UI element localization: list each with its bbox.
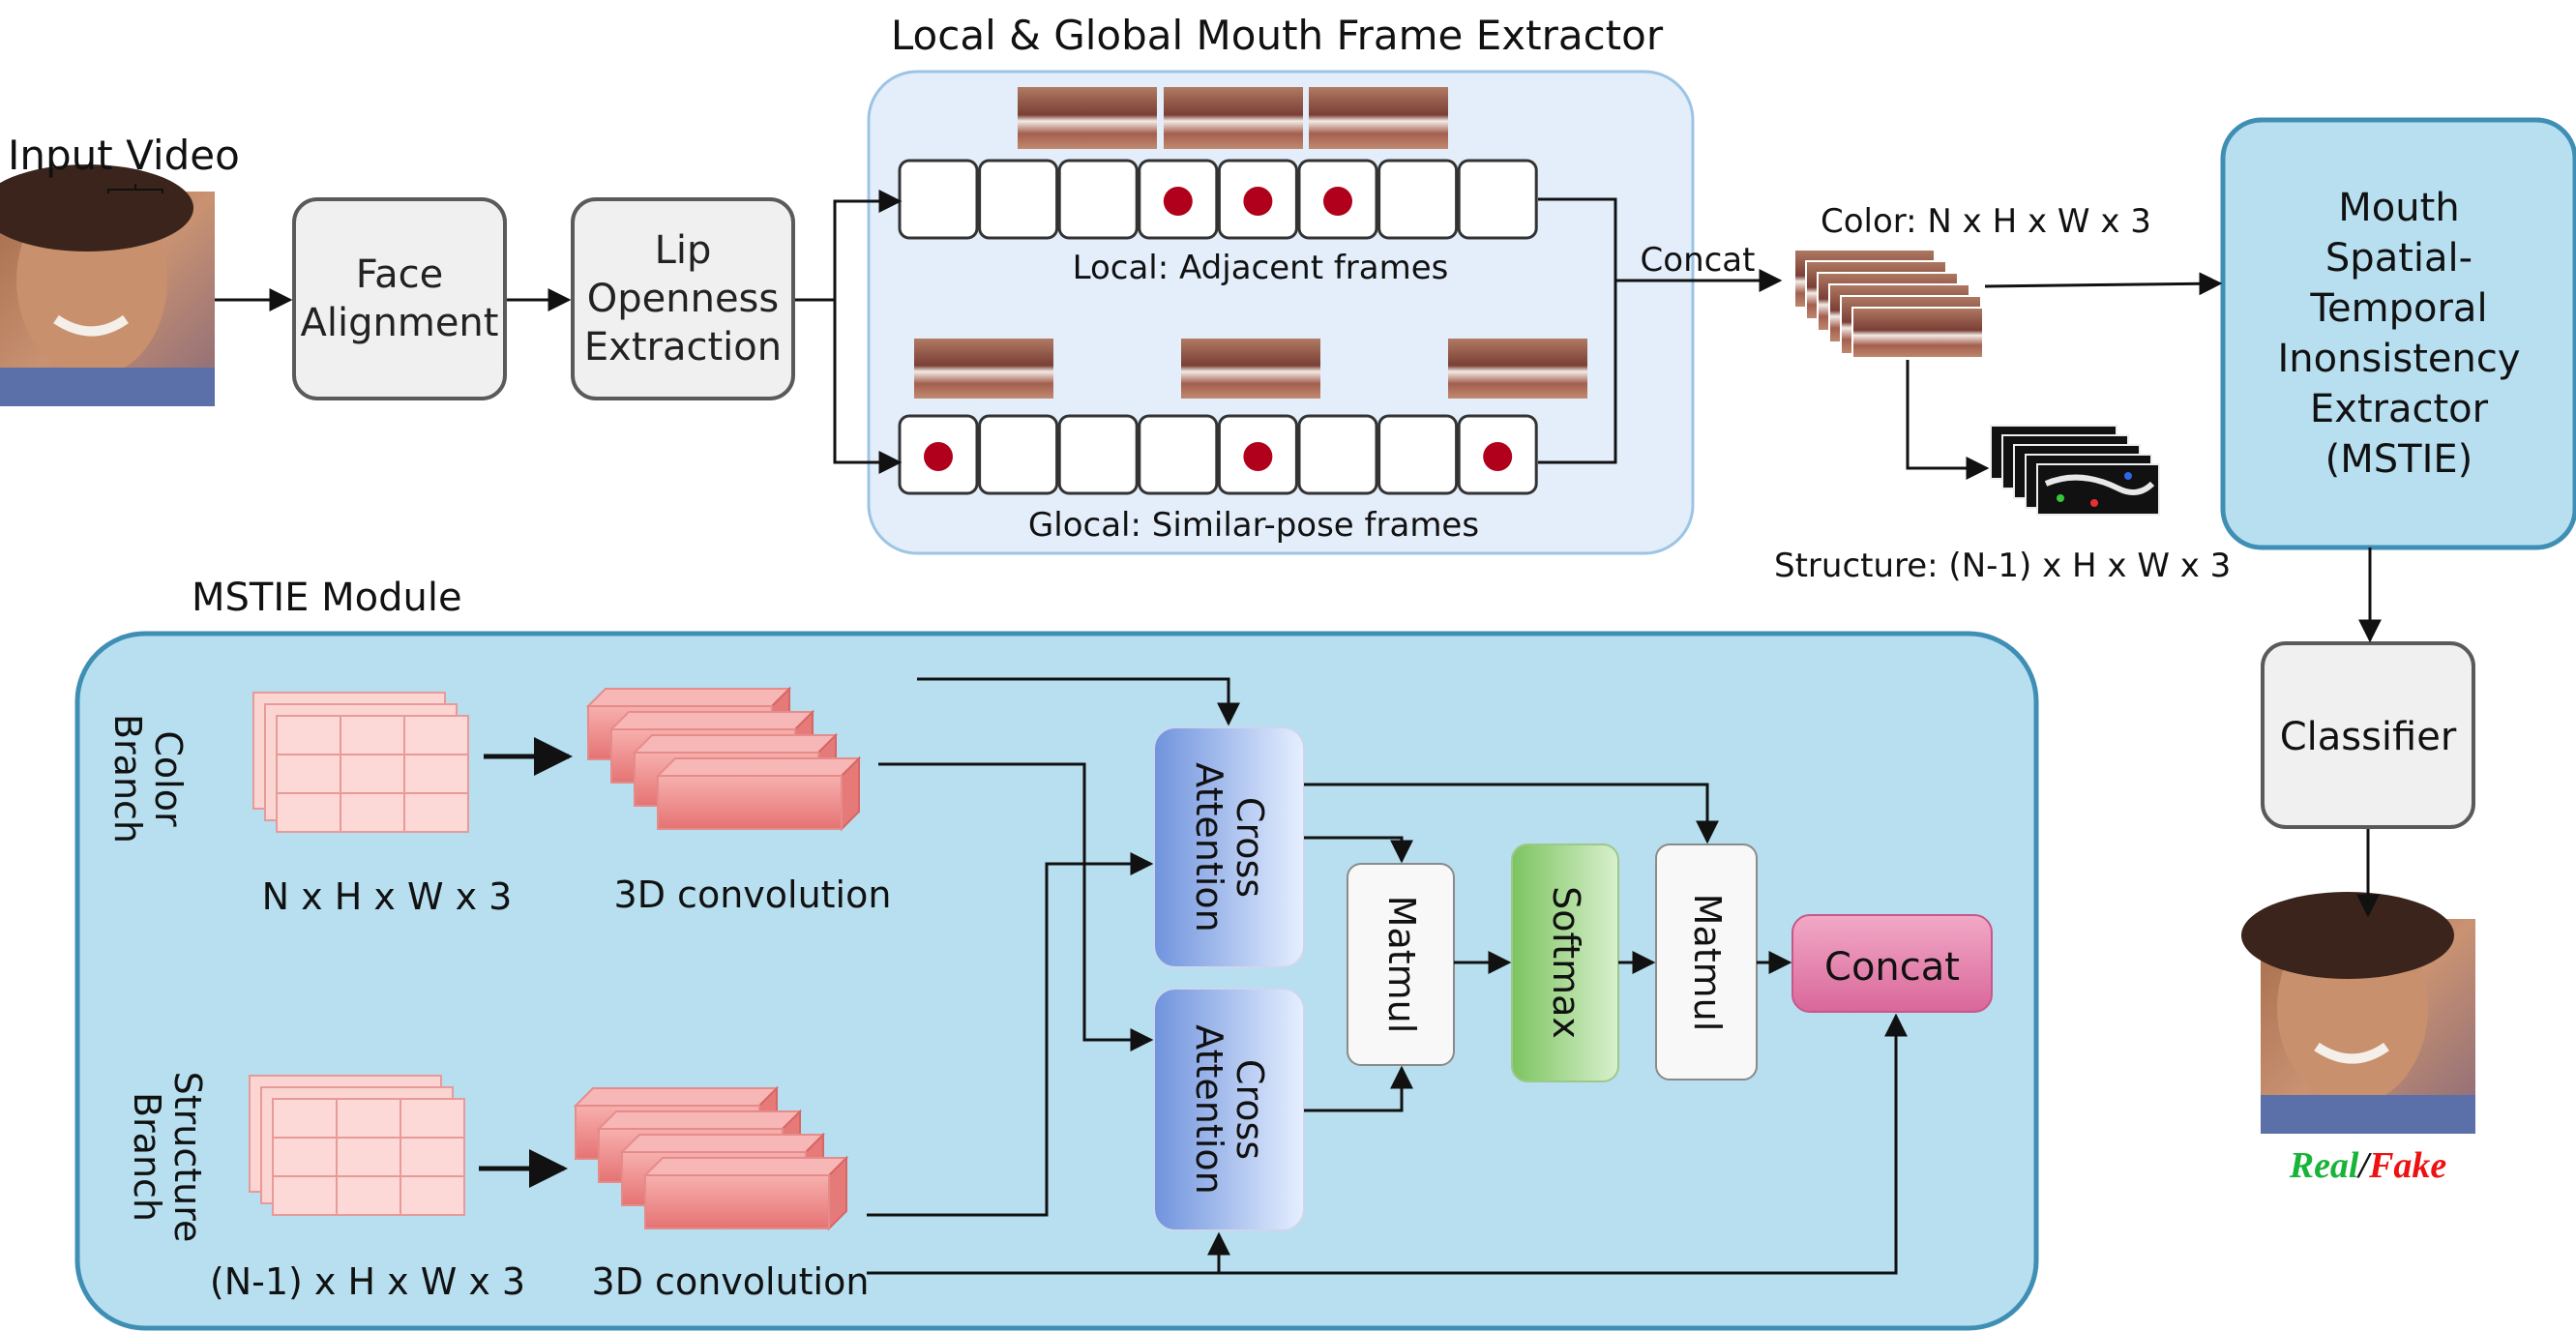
local-frame (898, 159, 979, 240)
local-frame (978, 159, 1059, 240)
color-conv-block-front (657, 775, 843, 830)
result-slash: / (2358, 1145, 2370, 1186)
cross-attention-label-1: Cross Attention (1188, 762, 1271, 932)
color-dims-label: Color: N x H x W x 3 (1821, 202, 2151, 241)
global-selected-dot (1483, 442, 1513, 471)
lip-openness-line-1: Lip (654, 228, 712, 273)
structure-dims-label: Structure: (N-1) x H x W x 3 (1774, 547, 2232, 585)
global-selected-dot (924, 442, 953, 471)
cross-attention-2-line-2: Attention (1188, 1024, 1230, 1195)
local-selected-dot (1323, 187, 1352, 216)
matmul-label-1: Matmul (1379, 895, 1423, 1034)
result-label: Real/Fake (2290, 1147, 2447, 1184)
mstie-line-6: (MSTIE) (2324, 437, 2473, 482)
color-branch-line-2: Branch (106, 713, 149, 844)
global-frames-label: Glocal: Similar-pose frames (1027, 506, 1480, 545)
lip-openness-line-3: Extraction (583, 325, 783, 370)
matmul-box-1 (1347, 863, 1455, 1066)
color-conv-block-top (632, 734, 839, 754)
face-alignment-line-1: Face (355, 252, 444, 297)
color-frame-stack (1793, 249, 1984, 359)
softmax-label: Softmax (1544, 886, 1587, 1039)
mstie-box-text: Mouth Spatial- Temporal Inonsistency Ext… (2223, 120, 2575, 548)
color-conv-block-top (655, 757, 862, 777)
local-frames-label: Local: Adjacent frames (1072, 249, 1449, 287)
input-video-face (0, 164, 215, 406)
mstie-line-2: Spatial- (2324, 236, 2473, 281)
color-branch-label: Color Branch (106, 713, 190, 844)
local-mouth-crops (1018, 87, 1448, 149)
global-frame (1138, 414, 1219, 495)
global-frame (978, 414, 1059, 495)
color-branch-line-1: Color (146, 730, 190, 827)
mstie-box (2220, 117, 2576, 550)
connectors (215, 190, 2382, 1275)
result-real: Real (2289, 1145, 2359, 1186)
face-alignment-line-2: Alignment (300, 301, 499, 345)
cross-attention-box-1 (1153, 726, 1305, 968)
cross-attention-1-line-1: Cross (1228, 796, 1271, 899)
structure-branch-label: Structure Branch (126, 1071, 209, 1243)
classifier-box (2261, 641, 2475, 829)
result-fake: Fake (2369, 1145, 2447, 1186)
concat-box-label: Concat (1824, 945, 1960, 990)
local-frame (1057, 159, 1139, 240)
color-conv-block-top (585, 688, 792, 707)
mstie-line-3: Temporal (2310, 286, 2488, 331)
conv-label-top: 3D convolution (613, 873, 892, 916)
color-dims-text: N x H x W x 3 (261, 875, 513, 918)
output-face (2241, 892, 2475, 1134)
global-mouth-crops (914, 339, 1587, 399)
structure-dims-text: (N-1) x H x W x 3 (209, 1260, 526, 1303)
lip-openness-line-2: Openness (586, 277, 780, 321)
global-frame (1377, 414, 1459, 495)
local-frame (1457, 159, 1538, 240)
mstie-line-4: Inonsistency (2277, 337, 2521, 381)
structure-conv-block-front (644, 1174, 830, 1229)
structure-frame-stack (1990, 425, 2160, 516)
global-frame (1297, 414, 1378, 495)
color-input-grid (252, 692, 469, 833)
input-video-label: Input Video (8, 132, 240, 179)
mstie-line-5: Extractor (2309, 387, 2489, 431)
structure-conv-block-top (619, 1134, 826, 1153)
structure-input-grid (249, 1075, 465, 1216)
local-selected-dot (1163, 187, 1193, 216)
cross-attention-label-2: Cross Attention (1188, 1024, 1271, 1195)
structure-conv-block-top (573, 1087, 780, 1107)
mstie-module-title: MSTIE Module (192, 576, 462, 620)
matmul-label-2: Matmul (1685, 893, 1729, 1032)
color-conv-block-top (608, 711, 815, 730)
structure-conv-block-top (642, 1157, 849, 1176)
local-frame-sequence (898, 159, 1538, 240)
classifier-label: Classifier (2279, 715, 2457, 759)
concat-box (1791, 914, 1993, 1013)
conv-label-bottom: 3D convolution (591, 1260, 870, 1303)
cross-attention-2-line-1: Cross (1228, 1058, 1271, 1161)
local-frame (1377, 159, 1459, 240)
structure-branch-line-1: Structure (165, 1071, 209, 1243)
global-selected-dot (1243, 442, 1273, 471)
structure-3d-conv-blocks (573, 1085, 849, 1231)
concat-label: Concat (1640, 241, 1756, 280)
cross-attention-1-line-2: Attention (1188, 762, 1230, 932)
local-selected-dot (1243, 187, 1273, 216)
mstie-line-1: Mouth (2338, 186, 2460, 230)
global-frame-sequence (898, 414, 1538, 495)
structure-branch-line-2: Branch (126, 1091, 168, 1223)
color-3d-conv-blocks (585, 686, 862, 832)
extractor-title: Local & Global Mouth Frame Extractor (890, 12, 1664, 59)
global-frame (1057, 414, 1139, 495)
structure-conv-block-top (596, 1110, 803, 1130)
